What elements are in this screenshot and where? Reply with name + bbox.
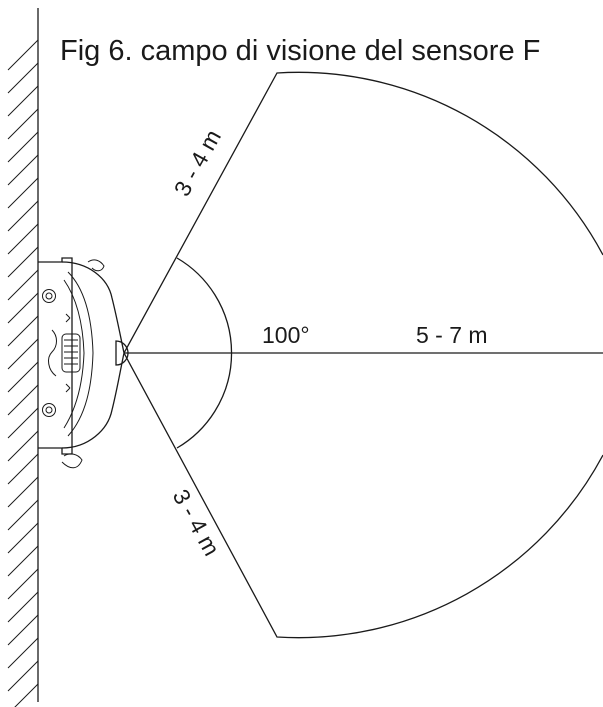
hatch-line: [7, 200, 39, 232]
figure-title: Fig 6. campo di visione del sensore F: [60, 35, 540, 67]
hatch-line: [7, 39, 39, 71]
hatch-line: [7, 499, 39, 531]
angle-label: 100°: [262, 322, 310, 348]
hatch-line: [7, 246, 39, 278]
wall: [7, 8, 39, 707]
hatch-line: [7, 476, 39, 508]
range-upper-label: 3 - 4 m: [169, 125, 226, 200]
screw-icon-bottom: [42, 403, 56, 417]
top-clip: [87, 259, 105, 272]
detection-area: [123, 71, 603, 639]
hatch-line: [14, 683, 39, 707]
pir-lens-icon: [115, 340, 129, 366]
sensor-body: [61, 261, 125, 449]
angle-arc: [176, 257, 233, 449]
pir-sensor: [38, 257, 129, 469]
screw-icon-top-inner: [45, 292, 53, 300]
screw-icon-bottom-inner: [45, 406, 53, 414]
hatch-line: [7, 384, 39, 416]
hatch-line: [7, 430, 39, 462]
hatch-line: [7, 338, 39, 370]
range-front-label: 5 - 7 m: [416, 322, 488, 348]
bottom-clip: [61, 453, 83, 469]
hatch-line: [7, 361, 39, 393]
terminal-block: [61, 333, 81, 373]
hatch-line: [7, 315, 39, 347]
range-lower-label: 3 - 4 m: [168, 485, 225, 560]
hatch-line: [7, 637, 39, 669]
hatch-line: [7, 177, 39, 209]
hatch-line: [7, 660, 39, 692]
hatch-line: [7, 85, 39, 117]
hatch-line: [7, 154, 39, 186]
sensor-body-inner: [67, 271, 94, 437]
hatch-line: [7, 108, 39, 140]
wall-hatching: [7, 39, 39, 707]
hatch-line: [7, 591, 39, 623]
hatch-line: [7, 131, 39, 163]
hatch-line: [7, 545, 39, 577]
hatch-line: [7, 223, 39, 255]
hatch-line: [7, 522, 39, 554]
detection-area-outline: [123, 71, 603, 639]
terminal-teeth: [64, 339, 78, 365]
knob-icon: [65, 313, 71, 393]
screw-icon-top: [42, 289, 56, 303]
hatch-line: [7, 62, 39, 94]
hatch-line: [7, 407, 39, 439]
hatch-line: [7, 453, 39, 485]
wire-icon: [48, 329, 57, 377]
sensor-body-inner-2: [63, 279, 85, 429]
hatch-line: [7, 292, 39, 324]
hatch-line: [7, 269, 39, 301]
sensor-mounting-plate: [38, 257, 73, 455]
hatch-line: [7, 614, 39, 646]
hatch-line: [7, 568, 39, 600]
